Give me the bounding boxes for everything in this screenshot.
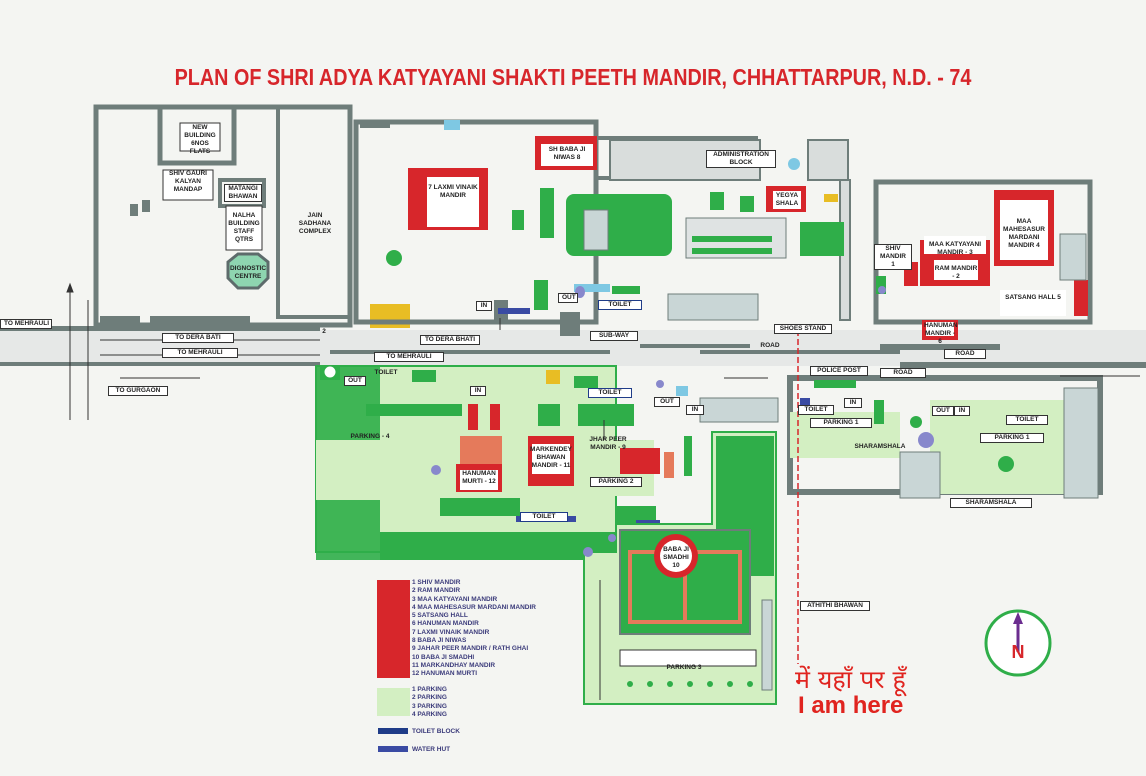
legend-waterhut-swatch <box>378 746 408 752</box>
legend-item: 9 JAHAR PEER MANDIR / RATH GHAI <box>412 645 529 653</box>
label-yegya: YEGYA SHALA <box>775 192 799 207</box>
legend-item: 1 SHIV MANDIR <box>412 579 461 586</box>
label-to-dera-bhati: TO DERA BHATI <box>420 335 480 345</box>
label-parking-1b: PARKING 1 <box>980 433 1044 443</box>
legend-item: 3 MAA KATYAYANI MANDIR <box>412 595 498 603</box>
label-in-5: IN <box>954 406 970 416</box>
legend-item: 1 PARKING <box>412 686 447 693</box>
label-to-mehrauli-3: TO MEHRAULI <box>374 352 444 362</box>
legend-item: 12 HANUMAN MURTI <box>412 670 477 678</box>
label-dignostic: DIGNOSTIC CENTRE <box>229 265 267 280</box>
legend-item: 2 RAM MANDIR <box>412 587 461 595</box>
label-toilet-4: TOILET <box>520 512 568 522</box>
legend-toilet-block: TOILET BLOCK <box>412 728 460 735</box>
label-sharamshala: SHARAMSHALA <box>854 443 906 450</box>
legend-temples: 1 SHIV MANDIR 2 RAM MANDIR 3 MAA KATYAYA… <box>412 579 536 679</box>
legend-item: 10 BABA JI SMADHI <box>412 653 475 661</box>
label-subway: SUB-WAY <box>590 331 638 341</box>
label-hanuman6: HANUMAN MANDIR - 6 <box>924 322 958 345</box>
label-in-2: IN <box>470 386 486 396</box>
label-out-4: OUT <box>932 406 954 416</box>
label-parking-3: PARKING 3 <box>666 664 702 671</box>
label-matangi: MATANGI BHAWAN <box>224 184 262 202</box>
legend-water-hut: WATER HUT <box>412 746 451 753</box>
label-road-2: ROAD <box>944 349 986 359</box>
label-katyayani: MAA KATYAYANI MANDIR - 3 <box>928 241 981 256</box>
label-jhar: JHAR PEER MANDIR - 9 <box>589 436 627 451</box>
label-to-dera-bati: TO DERA BATI <box>162 333 234 343</box>
legend-item: 4 MAA MAHESASUR MARDANI MANDIR <box>412 603 536 611</box>
you-are-here: I am here <box>798 692 904 719</box>
label-in-1: IN <box>476 301 492 311</box>
label-road-3: ROAD <box>880 368 926 378</box>
label-satsang: SATSANG HALL 5 <box>1005 294 1061 301</box>
legend-item: 11 MARKANDHAY MANDIR <box>412 661 496 669</box>
legend-item: 3 PARKING <box>412 702 447 710</box>
label-in-4: IN <box>844 398 862 408</box>
label-mahesasur: MAA MAHESASUR MARDANI MANDIR 4 <box>1003 218 1045 249</box>
label-sharamshala-2: SHARAMSHALA <box>950 498 1032 508</box>
label-out-3: OUT <box>654 397 680 407</box>
label-to-gurgaon: TO GURGAON <box>108 386 168 396</box>
you-are-here-hindi: में यहाँ पर हूँ <box>795 665 906 694</box>
legend-temple-swatch <box>377 580 410 678</box>
page-title: PLAN OF SHRI ADYA KATYAYANI SHAKTI PEETH… <box>174 64 972 90</box>
label-parking-1a: PARKING 1 <box>810 418 872 428</box>
label-shiv-mandir: SHIV MANDIR 1 <box>874 244 912 270</box>
label-parking-2: PARKING 2 <box>590 477 642 487</box>
label-new-building: NEW BUILDING 6NOS FLATS <box>184 124 216 155</box>
label-shiv-gauri: SHIV GAURI KALYAN MANDAP <box>169 170 207 193</box>
label-toilet-1: TOILET <box>598 300 642 310</box>
label-toilet-2: TOILET <box>374 369 398 376</box>
legend-toilet-swatch <box>378 728 408 734</box>
label-baba-niwas: SH BABA JI NIWAS 8 <box>548 146 586 161</box>
compass-north-letter: N <box>1011 642 1025 662</box>
legend-item: 6 HANUMAN MANDIR <box>412 620 479 628</box>
label-laxmi: 7 LAXMI VINAIK MANDIR <box>428 184 478 199</box>
label-out-1: OUT <box>558 293 578 303</box>
legend-item: 4 PARKING <box>412 710 447 718</box>
label-gate-2: 2 <box>322 328 326 335</box>
label-nalha: NALHA BUILDING STAFF QTRS <box>228 212 260 243</box>
dignostic-centre <box>226 252 270 290</box>
label-road-1: ROAD <box>760 342 780 349</box>
legend-item: 5 SATSANG HALL <box>412 612 468 620</box>
legend-item: 8 BABA JI NIWAS <box>412 637 467 645</box>
label-in-3: IN <box>686 405 704 415</box>
label-athithi: ATHITHI BHAWAN <box>800 601 870 611</box>
label-ram: RAM MANDIR - 2 <box>934 265 978 280</box>
label-admin: ADMINISTRATION BLOCK <box>706 150 776 168</box>
label-toilet-5: TOILET <box>798 405 834 415</box>
label-out-2: OUT <box>344 376 366 386</box>
label-toilet-6: TOILET <box>1006 415 1048 425</box>
label-to-mehrauli: TO MEHRAULI <box>0 319 52 329</box>
legend-item: 7 LAXMI VINAIK MANDIR <box>412 628 490 636</box>
legend-parking: 1 PARKING 2 PARKING 3 PARKING 4 PARKING <box>412 686 447 719</box>
label-markendey: MARKENDEY BHAWAN MANDIR - 11 <box>530 446 572 469</box>
legend-item: 2 PARKING <box>412 694 447 702</box>
label-parking-4: PARKING - 4 <box>350 433 390 440</box>
label-smadhi: BABA JI SMADHI 10 <box>663 546 689 569</box>
label-shoes-stand: SHOES STAND <box>774 324 832 334</box>
label-to-mehrauli-2: TO MEHRAULI <box>162 348 238 358</box>
label-jain: JAIN SADHANA COMPLEX <box>298 212 332 235</box>
label-police-post: POLICE POST <box>810 366 868 376</box>
label-toilet-3: TOILET <box>588 388 632 398</box>
label-hanuman12: HANUMAN MURTI - 12 <box>462 470 496 485</box>
legend-parking-swatch <box>377 688 410 716</box>
